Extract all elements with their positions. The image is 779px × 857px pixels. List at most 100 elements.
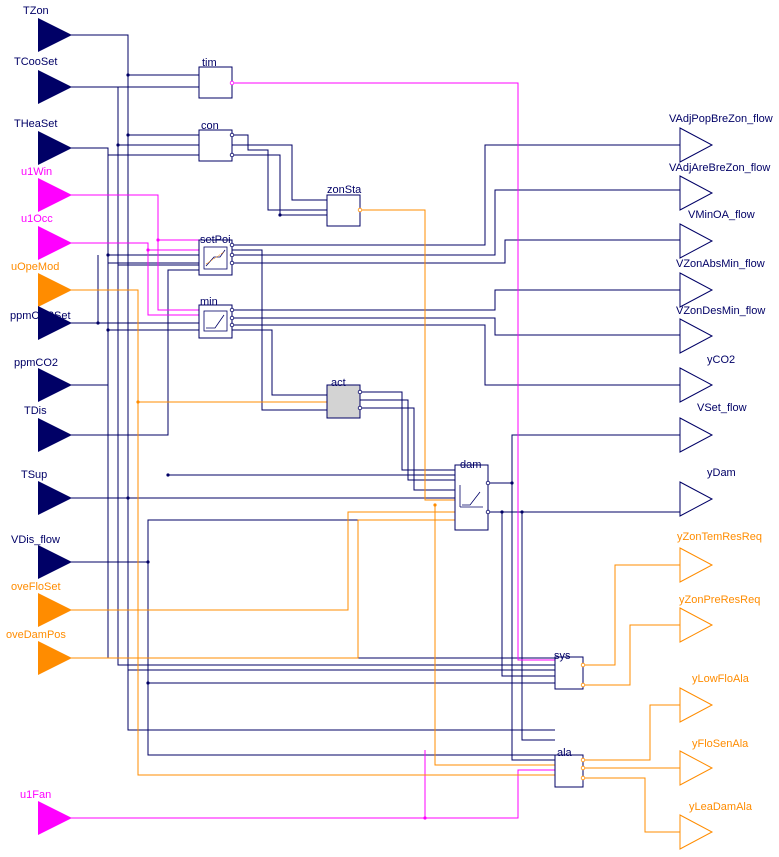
- junction-dot: [126, 496, 130, 500]
- wire: [70, 519, 455, 563]
- junction-dot: [106, 328, 110, 332]
- output-vzondesmin-flow[interactable]: VZonDesMin_flow: [676, 305, 765, 354]
- limit-curve: [206, 314, 225, 329]
- output-label: yZonPreResReq: [679, 594, 760, 606]
- setpoint-chart-icon: [203, 246, 228, 270]
- block-con[interactable]: con: [198, 120, 233, 162]
- block-sys[interactable]: sys: [554, 650, 584, 690]
- input-u1fan[interactable]: u1Fan: [20, 789, 72, 835]
- junction-dot: [106, 253, 110, 257]
- block-box: [198, 129, 233, 162]
- output-ylowfloala[interactable]: yLowFloAla: [679, 673, 750, 723]
- input-uopemod[interactable]: uOpeMod: [11, 261, 72, 307]
- input-u1win[interactable]: u1Win: [21, 166, 72, 212]
- block-zonsta[interactable]: zonSta: [326, 184, 362, 227]
- input-oveflose[interactable]: oveFloSet: [11, 581, 72, 627]
- output-vadjarebrezon-flow[interactable]: VAdjAreBreZon_flow: [669, 162, 770, 211]
- wire: [70, 519, 455, 659]
- input-ovedampos[interactable]: oveDamPos: [6, 629, 72, 675]
- output-connector: [229, 132, 235, 138]
- wire: [70, 194, 199, 241]
- block-min[interactable]: min: [198, 296, 233, 339]
- junction-dot: [146, 248, 150, 252]
- boolean-signal-wires: [70, 82, 555, 819]
- output-arrow: [679, 481, 714, 517]
- input-tzon[interactable]: TZon: [23, 5, 72, 52]
- block-setpoi[interactable]: setPoi: [198, 234, 233, 276]
- block-ala[interactable]: ala: [554, 747, 584, 788]
- setpoint-curve: [205, 251, 225, 265]
- wire: [70, 262, 199, 386]
- input-tcooset[interactable]: TCooSet: [14, 56, 72, 104]
- output-yco2[interactable]: yCO2: [679, 354, 735, 403]
- output-label: yCO2: [707, 354, 735, 366]
- input-arrow: [38, 801, 72, 835]
- input-arrow: [38, 368, 72, 402]
- output-label: VAdjAreBreZon_flow: [669, 162, 770, 174]
- output-yflosenala[interactable]: yFloSenAla: [679, 738, 749, 786]
- output-connector: [229, 252, 235, 258]
- junction-dot: [510, 481, 514, 485]
- output-yzonpreresreq[interactable]: yZonPreResReq: [679, 594, 760, 643]
- block-act[interactable]: act: [326, 377, 361, 419]
- wire: [583, 777, 680, 833]
- block-label: ala: [557, 747, 573, 759]
- output-connector: [229, 242, 235, 248]
- wire: [232, 289, 680, 311]
- wire: [501, 512, 555, 677]
- block-box: [454, 464, 489, 531]
- wire: [488, 434, 680, 484]
- output-arrow: [679, 127, 714, 163]
- output-yzontemresreq[interactable]: yZonTemResReq: [677, 531, 762, 583]
- wire: [583, 564, 680, 666]
- input-arrow: [38, 70, 72, 104]
- junction-dot: [433, 503, 437, 507]
- output-vset-flow[interactable]: VSet_flow: [679, 402, 747, 453]
- output-yleadamala[interactable]: yLeaDamAla: [679, 801, 753, 850]
- block-label: min: [200, 296, 218, 308]
- output-arrow: [679, 607, 714, 643]
- wire: [232, 329, 327, 396]
- output-connector: [485, 509, 491, 515]
- input-theaset[interactable]: THeaSet: [14, 118, 72, 165]
- output-connector: [357, 207, 363, 213]
- output-connector: [229, 80, 235, 86]
- input-vdis-flow[interactable]: VDis_flow: [11, 534, 72, 579]
- output-ydam[interactable]: yDam: [679, 467, 736, 517]
- block-dam[interactable]: dam: [454, 459, 489, 531]
- input-ppmco2set[interactable]: ppmCO2Set: [10, 306, 72, 340]
- wire: [511, 483, 555, 761]
- input-tdis[interactable]: TDis: [24, 405, 72, 452]
- input-tsup[interactable]: TSup: [21, 469, 72, 515]
- input-arrow: [38, 418, 72, 452]
- input-label: TSup: [21, 469, 47, 481]
- output-connector: [229, 260, 235, 266]
- input-label: oveDamPos: [6, 629, 66, 641]
- input-u1occ[interactable]: u1Occ: [21, 213, 72, 260]
- output-arrow: [679, 318, 714, 354]
- wire: [360, 399, 455, 481]
- output-vadjpopbrezon-flow[interactable]: VAdjPopBreZon_flow: [669, 113, 773, 163]
- output-vminoa-flow[interactable]: VMinOA_flow: [679, 209, 755, 259]
- wire: [583, 624, 680, 686]
- port-markers: [229, 80, 586, 781]
- wire: [70, 242, 199, 316]
- output-label: VMinOA_flow: [688, 209, 755, 221]
- output-vzonabsmin-flow[interactable]: VZonAbsMin_flow: [676, 258, 765, 308]
- block-box: [554, 754, 584, 788]
- output-label: yFloSenAla: [692, 738, 749, 750]
- wire: [70, 255, 99, 324]
- output-arrow: [679, 223, 714, 259]
- output-connector: [229, 315, 235, 321]
- junction-dot: [146, 681, 150, 685]
- wire: [434, 505, 555, 766]
- block-box: [198, 66, 233, 99]
- output-connector: [357, 389, 363, 395]
- input-ppmco2[interactable]: ppmCO2: [14, 357, 72, 402]
- block-tim[interactable]: tim: [198, 57, 233, 99]
- output-arrow: [679, 814, 714, 850]
- block-label: dam: [460, 459, 481, 471]
- junction-dot: [166, 473, 170, 477]
- wire: [232, 317, 680, 336]
